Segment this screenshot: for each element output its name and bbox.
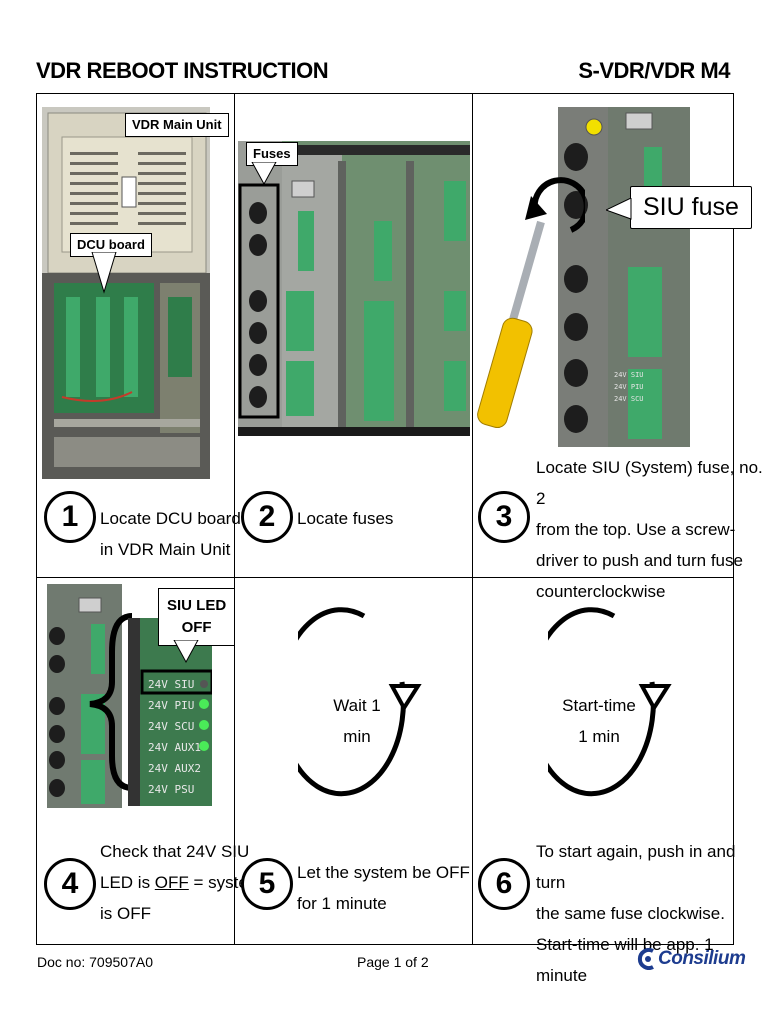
doc-number: Doc no: 709507A0 (37, 954, 153, 970)
siu-led-pointer (173, 640, 199, 664)
start-timer-label: Start-time 1 min (560, 690, 638, 752)
wait-timer-line: Wait 1 (333, 696, 381, 715)
instruction-grid (36, 93, 734, 945)
siu-panel-photo (47, 584, 122, 808)
siu-led-closeup: 24V SIU 24V PIU 24V SCU 24V AUX1 24V AUX… (128, 618, 212, 806)
board-label: 24V AUX1 (148, 741, 201, 754)
step-6-text: To start again, push in and turn the sam… (536, 836, 768, 991)
step-6-line: Start-time will be app. 1 minute (536, 935, 714, 985)
company-name: Consilium (658, 948, 746, 969)
step-2-text: Locate fuses (297, 503, 393, 534)
grid-divider (472, 94, 473, 944)
off-emphasis: OFF (154, 873, 189, 892)
step-4-line: Check that 24V SIU (100, 842, 250, 861)
grid-divider (234, 94, 235, 944)
step-3-text: Locate SIU (System) fuse, no. 2 from the… (536, 452, 768, 607)
step-5-line: for 1 minute (297, 894, 387, 913)
wait-timer-line: min (343, 727, 371, 746)
grid-divider (37, 577, 733, 578)
step-3-line: driver to push and turn fuse (536, 551, 743, 570)
step-1-text: Locate DCU board in VDR Main Unit (100, 503, 241, 565)
step-3-line: from the top. Use a screw- (536, 520, 736, 539)
screwdriver-image (477, 177, 585, 429)
vdr-main-unit-callout: VDR Main Unit (125, 113, 229, 137)
step-5-text: Let the system be OFF for 1 minute (297, 857, 470, 919)
fuse-panel-photo (238, 141, 470, 436)
fuses-pointer (251, 162, 277, 186)
board-label: 24V SIU (148, 678, 194, 691)
vdr-main-unit-photo (42, 107, 210, 479)
step-1-line: in VDR Main Unit (100, 540, 231, 559)
board-label: 24V PIU (148, 699, 194, 712)
step-4-line: is OFF (100, 904, 151, 923)
step-2-line: Locate fuses (297, 509, 394, 528)
step-6-line: To start again, push in and turn (536, 842, 736, 892)
step-5-line: Let the system be OFF (297, 863, 470, 882)
step-3-line: Locate SIU (System) fuse, no. 2 (536, 458, 763, 508)
siu-fuse-callout: SIU fuse (630, 186, 752, 229)
wait-timer-label: Wait 1 min (320, 690, 394, 752)
page-number: Page 1 of 2 (357, 954, 429, 970)
wait-timer-icon (298, 607, 422, 797)
board-label: 24V AUX2 (148, 762, 201, 775)
step-1-number: 1 (44, 491, 96, 543)
svg-text:24V PIU: 24V PIU (614, 383, 644, 391)
step-2-number: 2 (241, 491, 293, 543)
step-1-line: Locate DCU board (100, 509, 241, 528)
siu-led-off-callout: SIU LED OFF (158, 588, 236, 646)
consilium-logo-icon (637, 948, 654, 970)
board-label: 24V PSU (148, 783, 194, 796)
board-label: 24V SCU (148, 720, 194, 733)
start-timer-line: 1 min (578, 727, 620, 746)
svg-text:24V SIU: 24V SIU (614, 371, 644, 379)
step-4-number: 4 (44, 858, 96, 910)
siu-fuse-photo: 24V SIU 24V PIU 24V SCU (558, 107, 690, 447)
consilium-logo: Consilium (637, 948, 746, 970)
start-timer-icon (548, 607, 672, 797)
model-name: S-VDR/VDR M4 (578, 58, 730, 83)
bracket-graphic (89, 613, 133, 791)
step-4-text: Check that 24V SIU LED is OFF = system i… (100, 836, 262, 929)
step-4-text-part: LED is (100, 873, 155, 892)
step-4-line: LED is OFF = system (100, 867, 262, 898)
step-5-number: 5 (241, 858, 293, 910)
start-timer-line: Start-time (562, 696, 636, 715)
document-title: VDR REBOOT INSTRUCTION (36, 58, 329, 83)
step-3-number: 3 (478, 491, 530, 543)
dcu-board-pointer (91, 252, 117, 294)
siu-led-callout-line: SIU LED (167, 597, 227, 614)
step-3-line: counterclockwise (536, 582, 666, 601)
siu-led-callout-line: OFF (181, 619, 212, 636)
siu-fuse-pointer (606, 198, 632, 220)
svg-text:24V SCU: 24V SCU (614, 395, 644, 403)
step-6-line: the same fuse clockwise. (536, 904, 725, 923)
step-6-number: 6 (478, 858, 530, 910)
